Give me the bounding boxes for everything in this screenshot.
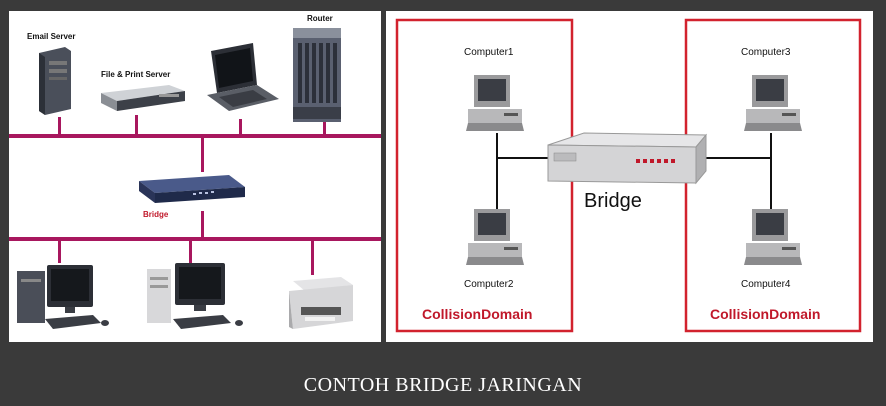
computer3-icon <box>744 75 802 131</box>
email-server-icon <box>39 47 71 115</box>
computer2-label: Computer2 <box>464 279 514 290</box>
router-icon <box>293 28 341 122</box>
bridge-label: Bridge <box>143 210 169 219</box>
collision-domain-label-left: CollisionDomain <box>422 306 532 322</box>
left-network-diagram: Email Server File & Print Server <box>9 11 381 342</box>
router-label: Router <box>307 14 333 23</box>
top-network-bus <box>9 134 381 138</box>
right-diagram-canvas: Computer1 Computer2 Computer3 Computer4 … <box>395 18 862 333</box>
workstation-icon <box>147 263 243 329</box>
workstation-icon <box>17 265 109 329</box>
file-print-server-label: File & Print Server <box>101 70 170 79</box>
computer4-label: Computer4 <box>741 279 791 290</box>
bridge-label: Bridge <box>584 190 642 212</box>
right-network-diagram: Computer1 Computer2 Computer3 Computer4 … <box>386 11 873 342</box>
email-server-label: Email Server <box>27 32 75 41</box>
file-print-server-icon <box>101 85 185 111</box>
collision-domain-label-right: CollisionDomain <box>710 306 820 322</box>
laptop-icon <box>207 43 279 111</box>
bridge-device-icon <box>547 132 708 185</box>
printer-icon <box>289 277 353 329</box>
left-diagram-canvas: Email Server File & Print Server <box>9 14 381 329</box>
figure-caption: CONTOH BRIDGE JARINGAN <box>303 374 583 396</box>
computer4-icon <box>744 209 802 265</box>
top-bus-drops <box>58 115 326 275</box>
network-links <box>496 133 772 213</box>
bottom-network-bus <box>9 237 381 241</box>
computer1-label: Computer1 <box>464 47 514 58</box>
computer2-icon <box>466 209 524 265</box>
bridge-device-icon <box>139 175 245 203</box>
computer1-icon <box>466 75 524 131</box>
computer3-label: Computer3 <box>741 47 791 58</box>
